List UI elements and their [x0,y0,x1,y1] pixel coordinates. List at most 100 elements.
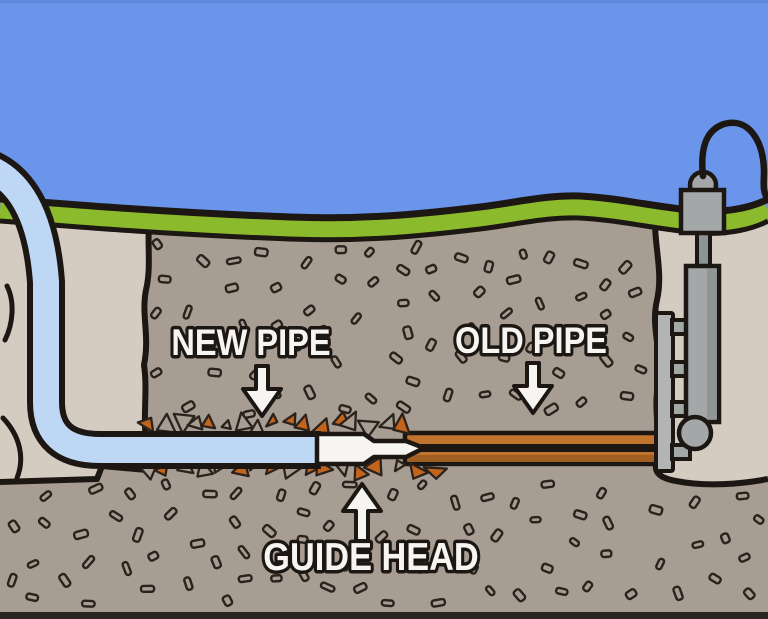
soil-speckle [691,540,705,550]
new-pipe-group [0,152,321,469]
soil-speckle [386,487,399,502]
soil-speckle [575,291,588,302]
soil-speckle [202,489,218,499]
soil-speckle [364,392,378,405]
soil-speckle [599,308,612,321]
soil-speckle [58,572,72,589]
soil-speckle [334,245,348,255]
soil-speckle [575,396,588,408]
soil-speckle [540,562,554,574]
soil-speckle [302,304,316,317]
soil-speckle [221,594,234,607]
soil-speckle [622,331,635,343]
soil-speckle [634,364,648,375]
soil-speckle [189,538,206,549]
soil-speckle [405,375,421,388]
soil-speckle [572,509,588,521]
soil-speckle [480,492,495,503]
soil-speckle [554,586,569,597]
soil-speckle [225,256,242,266]
old-pipe-arrow-icon [512,361,554,415]
rubble-shard [136,416,155,434]
soil-speckle [518,248,528,260]
soil-speckle [484,585,496,597]
sky-top-edge [0,0,768,3]
soil-speckle [406,523,421,536]
soil-speckle [454,349,468,364]
soil-speckle [296,507,311,518]
soil-speckle [318,324,330,340]
soil-speckle [147,550,160,562]
old-pipe-group [402,430,661,467]
soil-speckle [171,343,183,356]
soil-speckle [160,478,172,491]
soil-speckle [490,528,504,543]
guide-head-shape [314,431,427,467]
soil-speckle [499,307,514,320]
soil-speckle [525,341,537,354]
soil-speckle [131,526,144,543]
soil-speckle [157,274,172,284]
soil-speckle [529,515,542,524]
bottom-bar [0,612,768,619]
soil-speckle [602,515,615,531]
left-pit-wall-hint-lower [0,415,24,481]
soil-speckle [472,285,486,299]
soil-speckle [618,259,633,275]
soil-speckle [270,319,284,332]
soil-speckle [550,327,563,337]
rubble-shard [293,413,311,432]
soil-speckle [512,588,527,603]
soil-speckle [121,560,133,577]
rubble-shard [338,410,358,432]
soil-speckle [416,558,429,574]
soil-speckle [582,580,594,593]
rubble-shard [409,462,430,480]
soil-speckle [655,557,666,571]
soil-speckles [6,238,765,608]
soil-speckle [442,387,454,403]
soil-speckle [352,581,368,595]
soil-speckle [319,581,336,593]
soil-speckle [672,585,684,602]
soil-speckle [341,480,358,489]
soil-speckle [478,390,492,399]
soil-speckle [453,252,469,264]
soil-speckle [742,587,756,601]
soil-speckle [163,506,178,521]
rubble-debris [136,410,449,482]
soil [0,217,768,619]
soil-speckle [269,281,283,294]
pulling-rod [420,444,658,452]
soil-speckle [297,566,310,583]
soil-speckle [428,289,441,302]
soil-speckle [469,563,480,575]
rubble-shard [186,415,204,431]
soil-speckle [275,488,287,503]
machine-head-box [678,187,727,236]
left-pit-wall-hint-upper [2,283,15,343]
soil-speckle [463,522,475,536]
soil-speckle [543,402,560,417]
soil-speckle [149,306,162,320]
soil-speckle [229,486,243,501]
soil-speckle [509,496,520,510]
soil-speckle [7,519,21,534]
soil-speckle [303,384,317,401]
soil-speckle [290,340,303,352]
soil-speckle [374,530,389,544]
machine-backing-plate [654,311,675,473]
old-pipe-shading [408,455,656,461]
soil-speckle [72,528,90,541]
rubble-shard [353,463,370,482]
soil-speckle [340,556,353,572]
soil-speckle [237,573,253,584]
rubble-shard [234,411,254,432]
soil-speckle [238,318,248,330]
soil-speckle [6,572,18,588]
soil-speckle [224,282,240,294]
soil-speckle [37,516,51,529]
soil-speckle [151,238,164,251]
soil-speckle [108,510,124,523]
